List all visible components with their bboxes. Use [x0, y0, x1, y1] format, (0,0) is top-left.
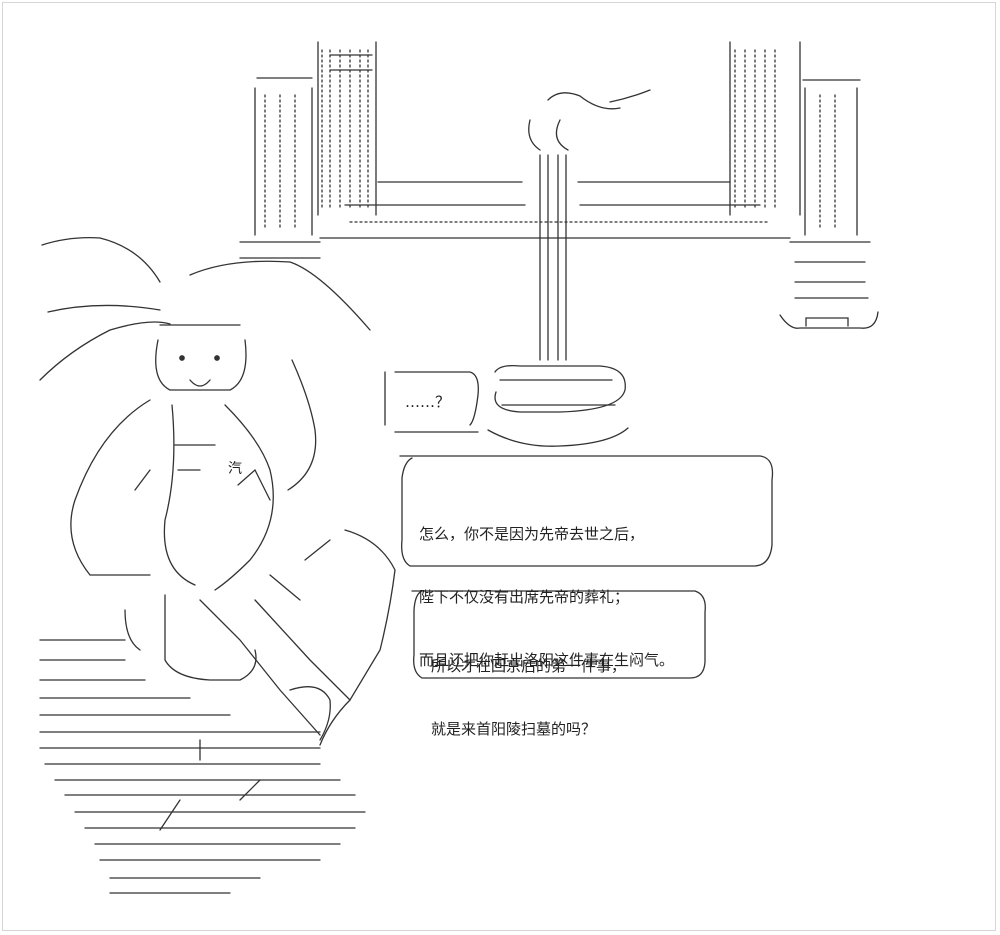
incense-burner — [487, 89, 651, 447]
speech-bubble-2: 所以才在回京后的第一件事， 就是来首阳陵扫墓的吗？ — [431, 614, 626, 761]
speech-1-line-2: 陛下不仅没有出席先帝的葬礼； — [419, 588, 630, 606]
speech-bubble-1: 怎么，你不是因为先帝去世之后， 陛下不仅没有出席先帝的葬礼； 而且还把你赶出洛阳… — [419, 482, 674, 692]
stone-steps — [39, 609, 366, 894]
speech-2-line-1: 所以才在回京后的第一件事， — [431, 657, 627, 675]
speech-2-line-2: 就是来首阳陵扫墓的吗？ — [431, 720, 597, 738]
speech-1-line-1: 怎么，你不是因为先帝去世之后， — [419, 525, 645, 543]
dots-bubble-text: ……？ — [405, 393, 451, 411]
speech-1-line-3: 而且还把你赶出洛阳这件事在生闷气。 — [419, 651, 675, 669]
steam-glyph: 汽 — [228, 461, 242, 477]
gate-structure — [239, 41, 879, 329]
character-figure — [39, 237, 396, 746]
speech-bubbles — [384, 371, 774, 679]
